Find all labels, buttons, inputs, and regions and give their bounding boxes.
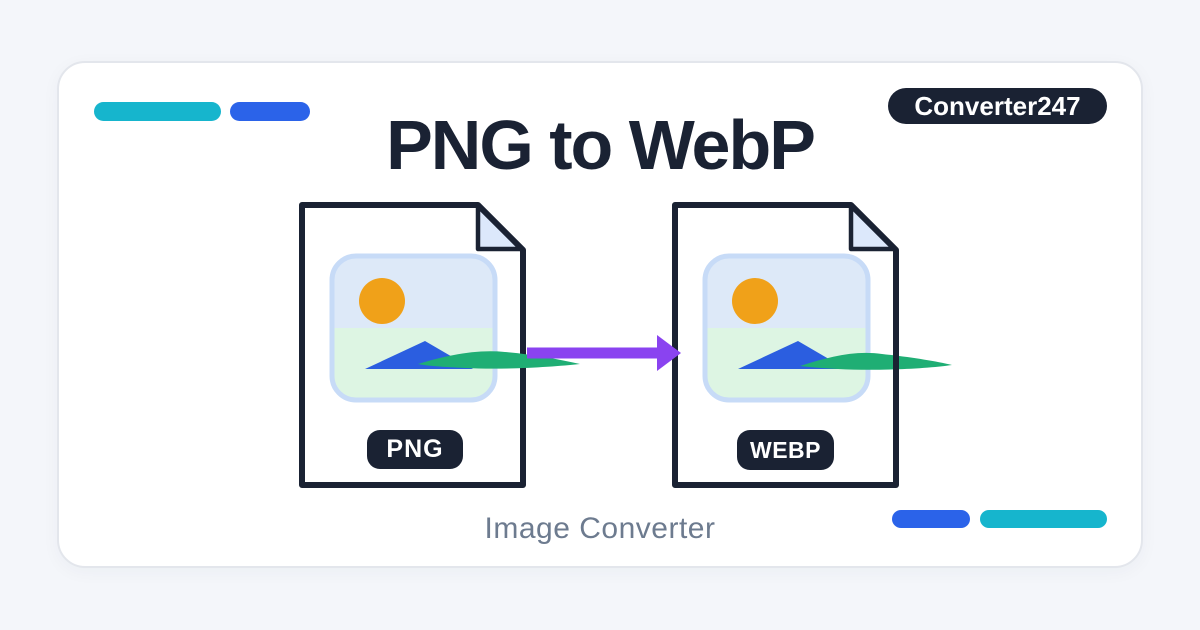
- wave-accent-right: [800, 352, 952, 370]
- deco-bar-teal-top: [94, 102, 221, 121]
- png-format-label: PNG: [367, 430, 463, 469]
- deco-bar-teal-bottom: [980, 510, 1107, 528]
- image-thumbnail-border: [329, 253, 498, 403]
- brand-badge: Converter247: [888, 88, 1107, 124]
- wave-accent-left: [418, 351, 580, 369]
- brand-badge-label: Converter247: [914, 90, 1081, 121]
- deco-bar-blue-top: [230, 102, 310, 121]
- deco-bar-blue-bottom: [892, 510, 970, 528]
- webp-format-label-text: WEBP: [750, 436, 821, 463]
- png-format-label-text: PNG: [386, 435, 444, 463]
- conversion-arrow-icon: [527, 335, 681, 371]
- page-title: PNG to WebP: [386, 106, 816, 184]
- webp-format-label: WEBP: [737, 430, 834, 470]
- subtitle: Image Converter: [484, 512, 716, 545]
- folded-corner-icon: [475, 203, 524, 252]
- card: [57, 61, 1143, 568]
- sun-icon: [359, 278, 405, 324]
